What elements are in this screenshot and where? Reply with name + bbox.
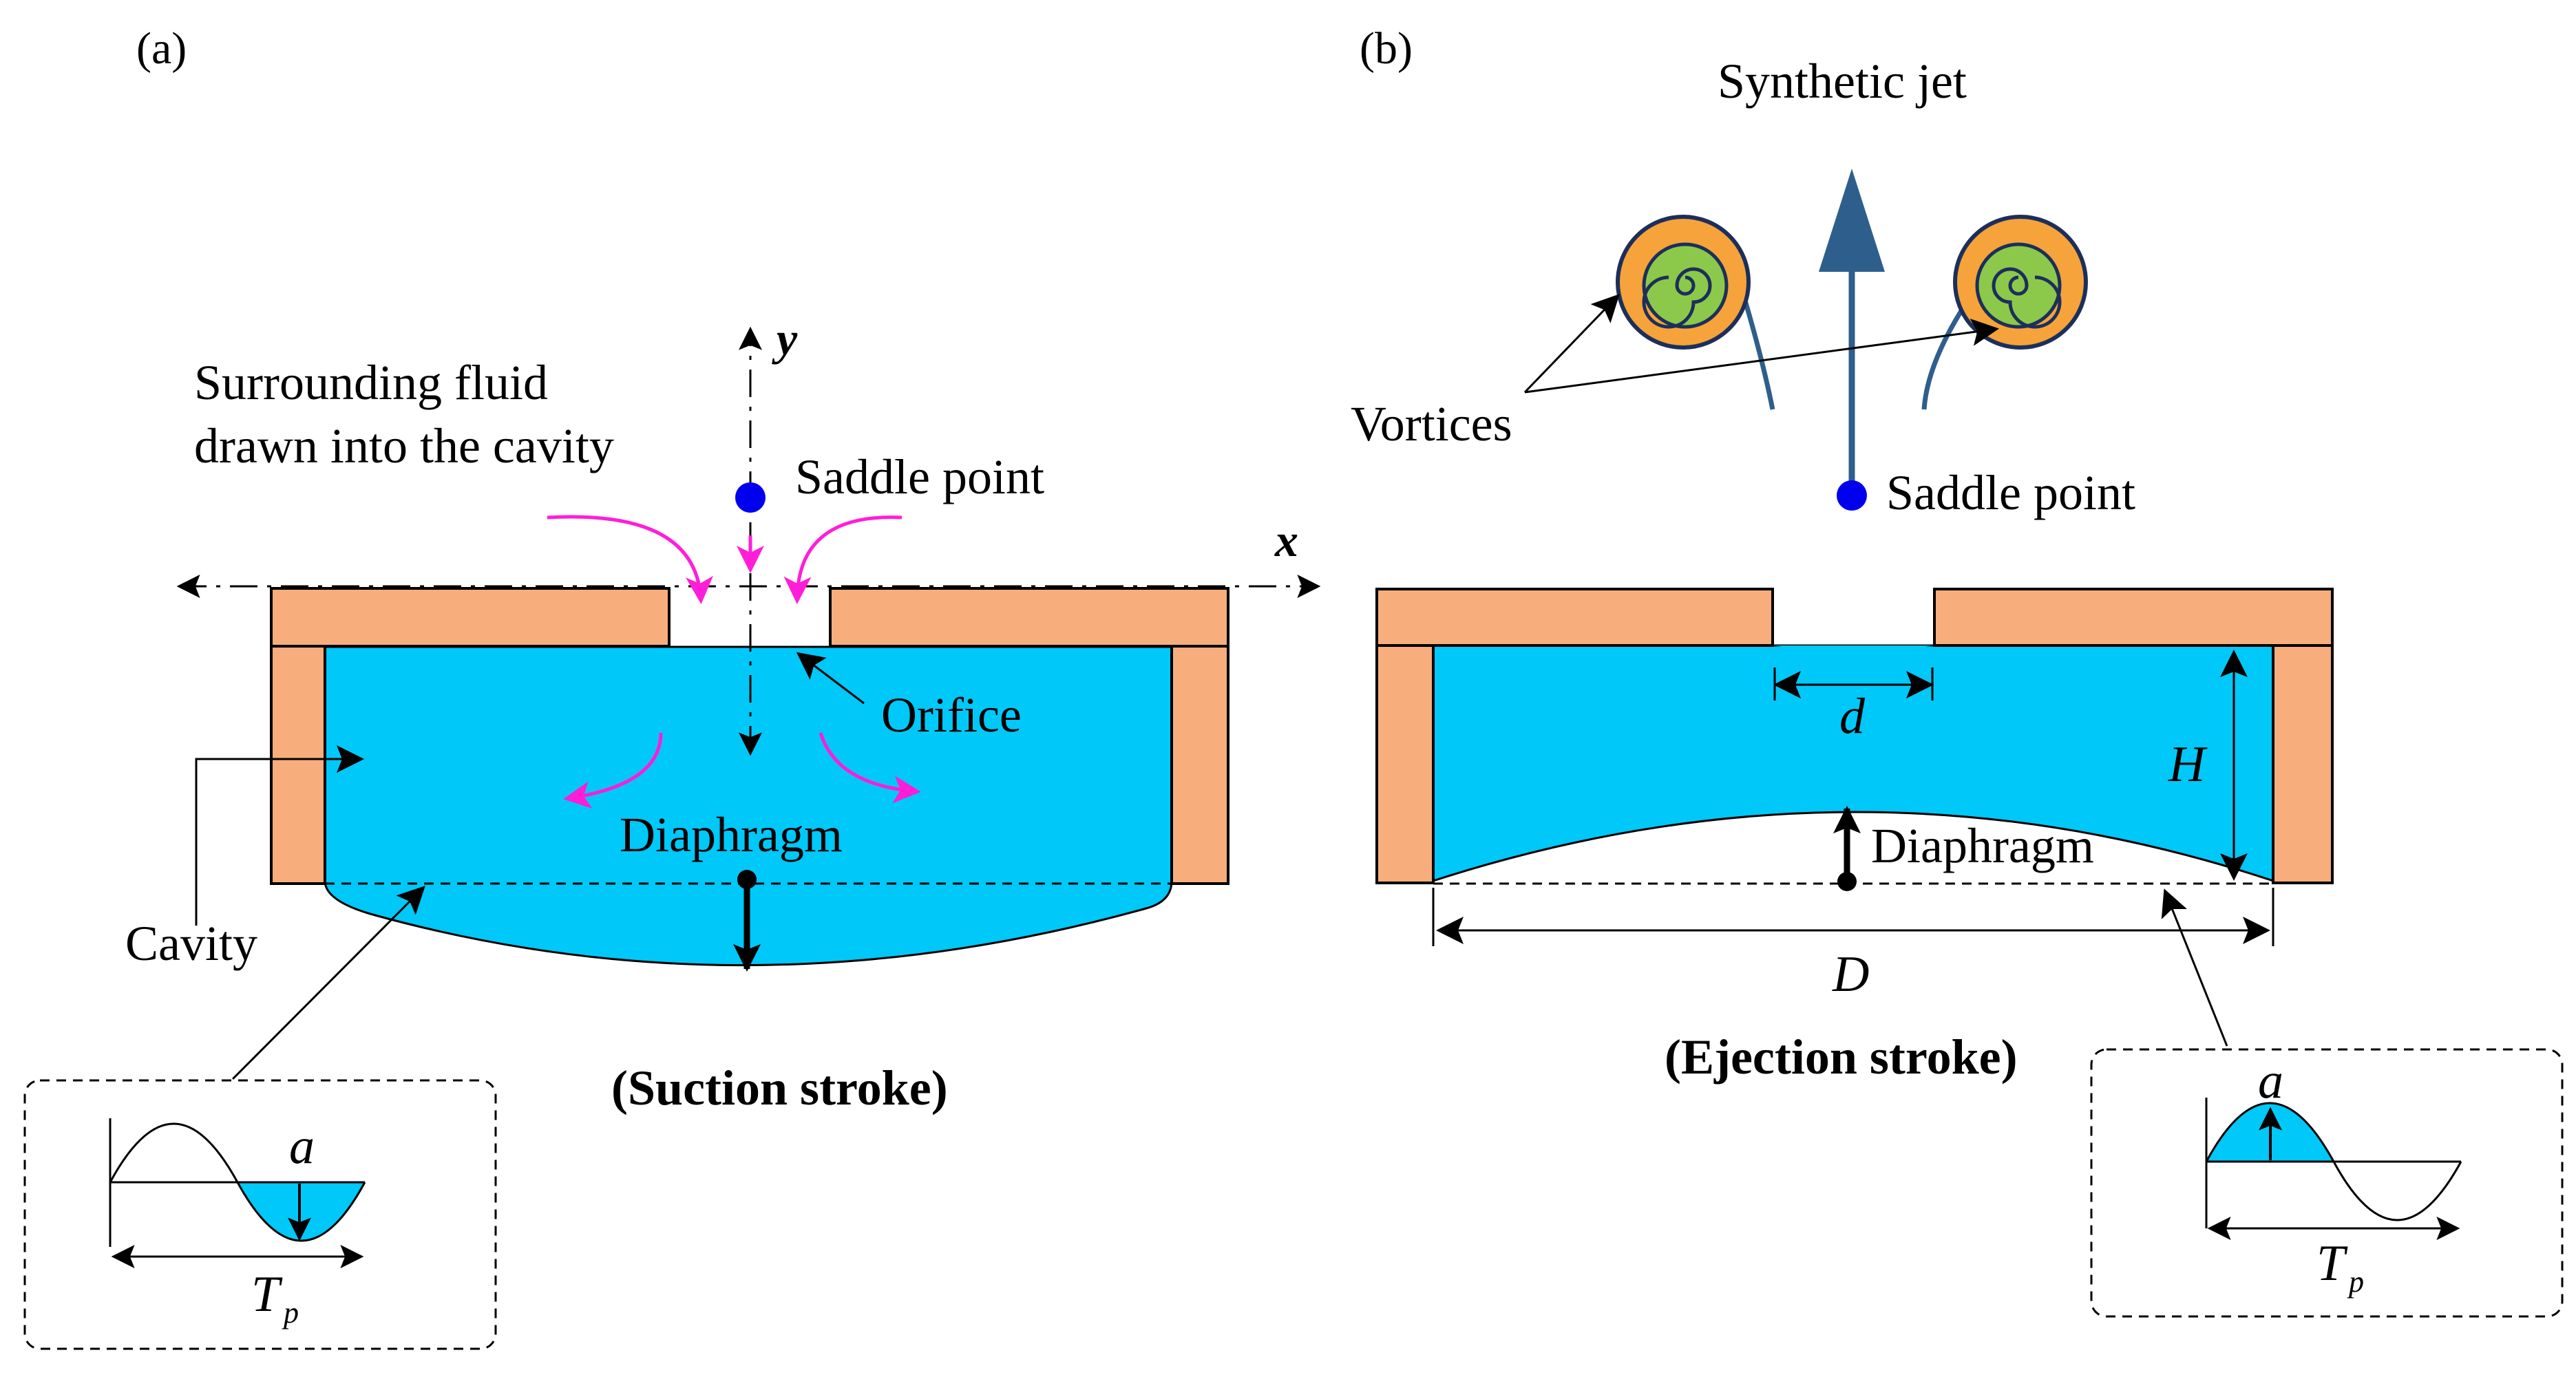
inset-a-period-sub: p — [282, 1296, 299, 1330]
vortex-pointer-right — [1524, 318, 1999, 394]
side-wall-right-b — [2272, 644, 2334, 884]
top-plate-left-a — [270, 587, 671, 648]
axis-x-label: x — [1274, 514, 1298, 566]
inset-b-period: T — [2316, 1235, 2348, 1292]
suction-stroke-label: (Suction stroke) — [611, 1060, 948, 1116]
cavity-label: Cavity — [125, 916, 257, 971]
vortex-right — [1921, 215, 2088, 410]
orifice-gap-b — [1773, 645, 1934, 650]
side-wall-left-b — [1375, 644, 1435, 884]
saddle-point-a-marker — [735, 482, 766, 513]
panel-b-tag: (b) — [1360, 23, 1413, 74]
top-plate-right-a — [829, 587, 1229, 648]
fluid-label-line1: Surrounding fluid — [194, 355, 548, 410]
diaphragm-label-b: Diaphragm — [1871, 818, 2094, 873]
saddle-point-a-label: Saddle point — [795, 449, 1044, 504]
inset-a-period: T — [251, 1266, 283, 1323]
waveform-inset-a: a T p — [23, 1079, 497, 1350]
cavity-fluid-b — [1432, 644, 2274, 883]
orifice-width-label: d — [1839, 688, 1866, 745]
inset-b-amplitude: a — [2258, 1053, 2283, 1109]
side-wall-left-a — [270, 645, 326, 885]
side-wall-right-a — [1170, 645, 1229, 885]
synthetic-jet-label: Synthetic jet — [1718, 54, 1967, 109]
inset-pointer-a — [231, 886, 425, 1080]
cavity-diameter-label: D — [1832, 946, 1869, 1003]
waveform-inset-b: a T p — [2090, 1048, 2564, 1318]
panel-b: (b) Synthetic jet Vortices — [1351, 23, 2564, 1318]
diaphragm-label-a: Diaphragm — [620, 807, 843, 862]
orifice-label: Orifice — [881, 687, 1022, 743]
inset-a-amplitude: a — [289, 1118, 315, 1175]
jet-arrowhead — [1819, 169, 1885, 272]
vortices-label: Vortices — [1351, 396, 1512, 451]
saddle-point-b-label: Saddle point — [1886, 465, 2135, 520]
vortex-left — [1616, 215, 1775, 410]
orifice-pointer-a — [796, 652, 865, 705]
cavity-height-label: H — [2168, 736, 2208, 793]
cavity-pointer — [195, 745, 364, 926]
top-plate-left-b — [1375, 588, 1774, 647]
fluid-label-line2: drawn into the cavity — [194, 418, 614, 473]
axis-y-label: y — [772, 312, 798, 365]
inset-b-period-sub: p — [2347, 1265, 2364, 1299]
inflow-arrows — [547, 515, 921, 809]
inset-pointer-b — [2161, 888, 2228, 1047]
panel-a-tag: (a) — [136, 23, 187, 74]
ejection-stroke-label: (Ejection stroke) — [1665, 1029, 2018, 1085]
panel-a: (a) y x Saddle point Surrounding fluid d… — [23, 23, 1321, 1350]
top-plate-right-b — [1933, 588, 2334, 647]
saddle-point-b-marker — [1837, 480, 1867, 511]
vortex-pointer-left — [1523, 294, 1620, 394]
